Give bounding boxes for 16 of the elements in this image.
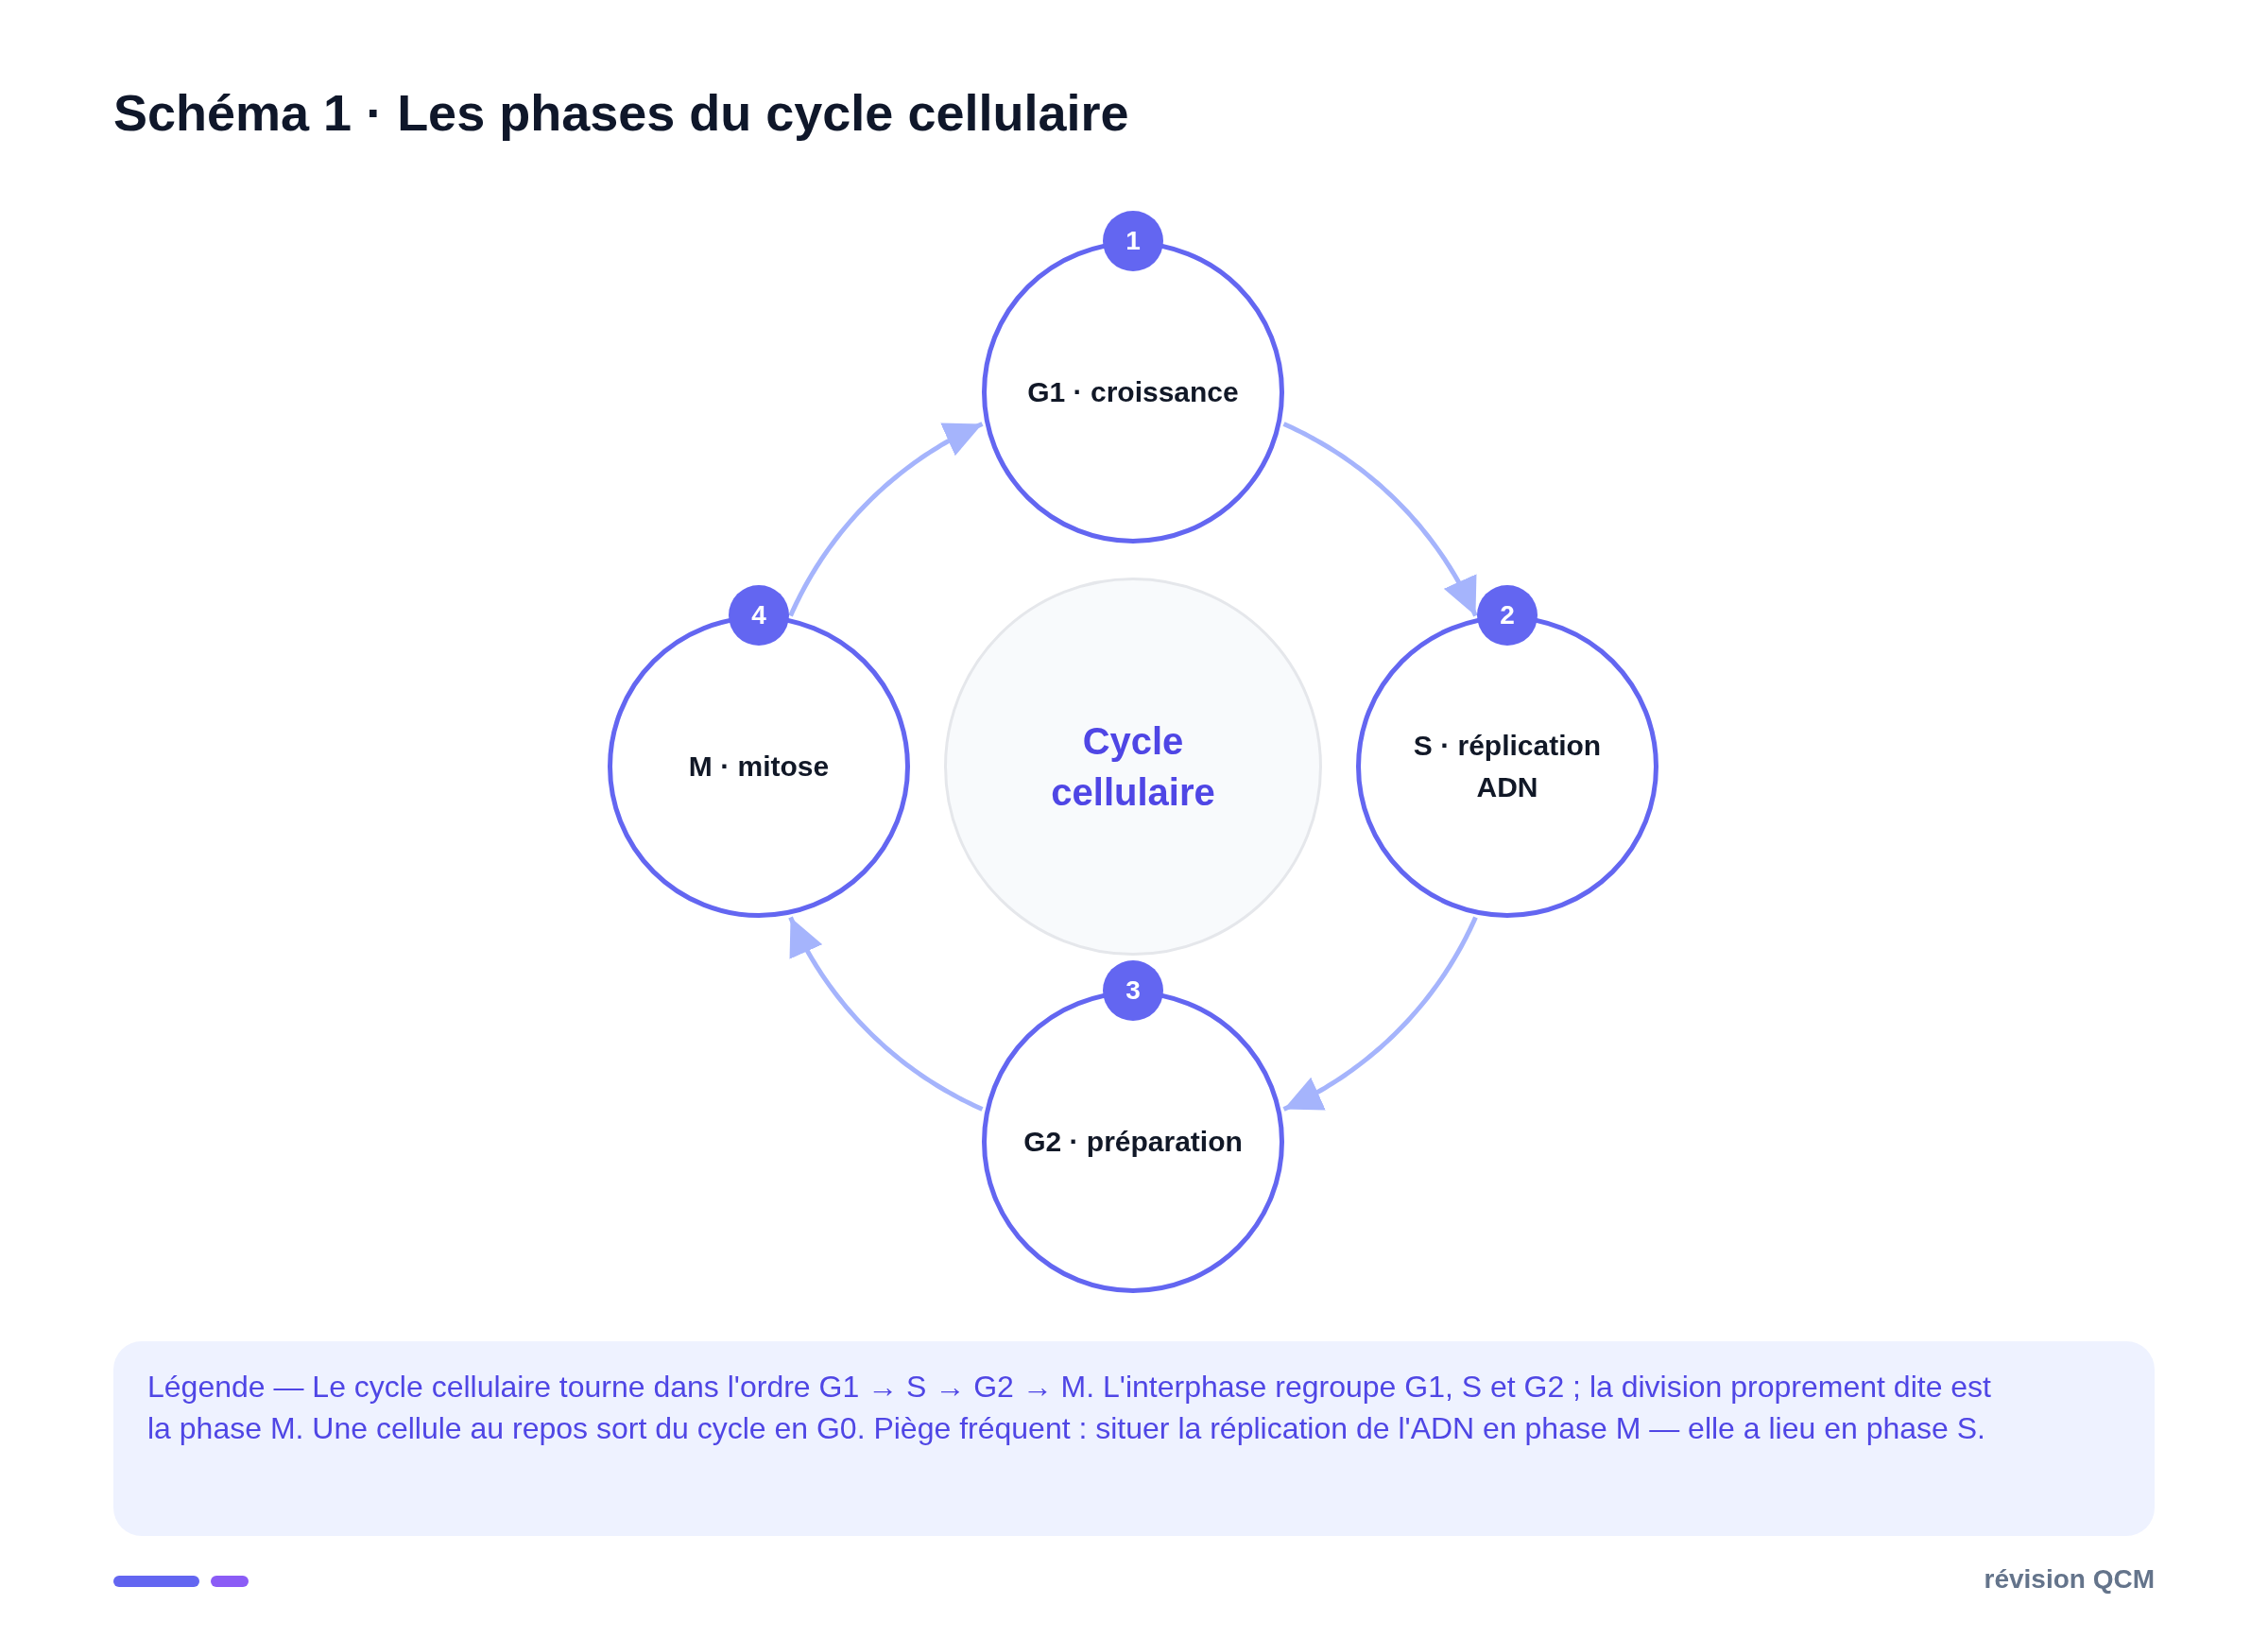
step-badge: 1 (1103, 211, 1163, 271)
cycle-arrow (788, 916, 984, 1112)
center-label: Cycle cellulaire (1050, 719, 1216, 815)
footer-text: révision QCM (1984, 1564, 2155, 1595)
step-badge: 3 (1103, 960, 1163, 1021)
cycle-arrow (788, 422, 984, 617)
cycle-arrow (1282, 422, 1478, 617)
phase-label: M · mitose (688, 750, 830, 784)
phase-label: G1 · croissance (1027, 375, 1239, 409)
note-text: Légende — Le cycle cellulaire tourne dans l'ordre G1 → S → G2 → M. L'interphase regroupe G1, S et G2 ; la division proprement dite est la phase M. Une cellule au repos sort du cycle en G0. Piège fréquent : situer la réplication de l'ADN en phase M — elle a lieu en phase S. (147, 1369, 1992, 1447)
diagram-title: Schéma 1 · Les phases du cycle cellulaire (113, 83, 1129, 142)
phase-label: S · réplication ADN (1412, 729, 1603, 804)
step-badge: 4 (729, 585, 789, 646)
phase-label: G2 · préparation (1023, 1125, 1243, 1159)
cycle-arrow (1282, 916, 1478, 1112)
step-badge: 2 (1477, 585, 1538, 646)
